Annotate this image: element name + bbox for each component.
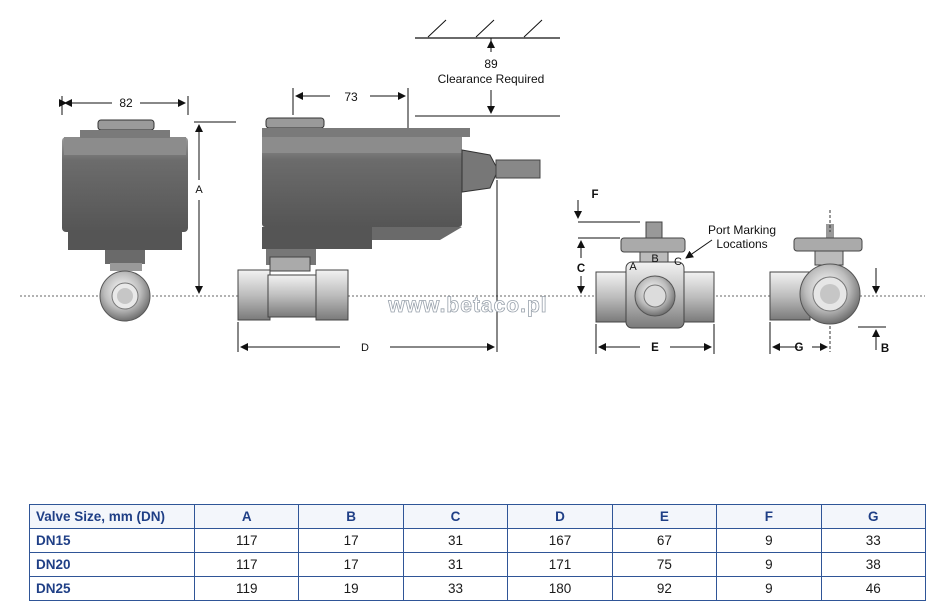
port-letter-b: B [651,253,658,265]
cell-C: 33 [402,576,509,601]
watermark: www.betaco.pl [387,294,547,317]
actuator-front-view [237,117,541,321]
cell-C: 31 [402,552,509,577]
cell-A: 117 [193,528,300,553]
cell-F: 9 [716,576,822,601]
header-E: E [611,504,718,529]
dim-73: 73 [344,90,358,104]
header-B: B [298,504,404,529]
cell-G: 33 [820,528,927,553]
cell-F: 9 [716,528,822,553]
actuator-side-view [62,119,188,322]
table-header-row: Valve Size, mm (DN) A B C D E F G [29,504,927,529]
dim-B: B [881,343,889,355]
valve-dimension-table: Valve Size, mm (DN) A B C D E F G DN15 1… [29,504,927,601]
dim-A: A [195,184,203,196]
port-marking-label-2: Locations [716,237,767,251]
port-letter-a: A [629,261,637,273]
cell-E: 92 [611,576,718,601]
port-letter-c: C [674,256,682,268]
header-valve-size: Valve Size, mm (DN) [29,504,195,529]
header-G: G [820,504,927,529]
cell-B: 17 [298,528,404,553]
port-marking-label-1: Port Marking [708,223,776,237]
dim-E: E [651,342,659,354]
valve-front-view [595,221,715,329]
cell-E: 67 [611,528,718,553]
dim-89: 89 [484,57,498,71]
cell-A: 117 [193,552,300,577]
clearance-surface [415,19,560,52]
cell-B: 19 [298,576,404,601]
valve-side-view [769,224,863,325]
cell-G: 46 [820,576,927,601]
dim-82: 82 [119,96,133,110]
header-D: D [507,504,613,529]
clearance-label: Clearance Required [438,72,545,86]
cell-size: DN20 [29,552,195,577]
cell-size: DN15 [29,528,195,553]
cell-size: DN25 [29,576,195,601]
table-row: DN15 117 17 31 167 67 9 33 [29,528,927,553]
cell-E: 75 [611,552,718,577]
dim-F: F [591,189,598,201]
technical-drawing: 82 A 73 89 Clearance Required [20,19,925,355]
header-C: C [402,504,509,529]
cell-C: 31 [402,528,509,553]
table-row: DN20 117 17 31 171 75 9 38 [29,552,927,577]
header-A: A [193,504,300,529]
cell-A: 119 [193,576,300,601]
cell-F: 9 [716,552,822,577]
dim-D: D [361,342,369,354]
cell-D: 171 [507,552,613,577]
cell-G: 38 [820,552,927,577]
header-F: F [716,504,822,529]
cell-D: 180 [507,576,613,601]
cell-B: 17 [298,552,404,577]
dim-G: G [795,342,804,354]
cell-D: 167 [507,528,613,553]
dim-C: C [577,263,585,275]
table-row: DN25 119 19 33 180 92 9 46 [29,576,927,601]
